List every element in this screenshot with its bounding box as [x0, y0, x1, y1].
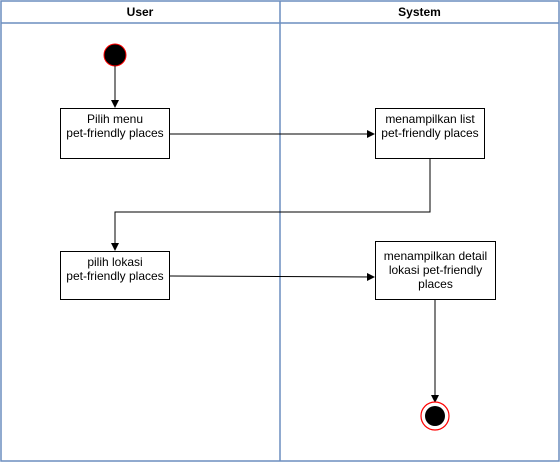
action-label-line: places: [418, 277, 453, 291]
action-label-line: menampilkan list: [385, 112, 475, 126]
action-label-line: lokasi pet-friendly: [388, 263, 483, 277]
action-label-line: pet-friendly places: [381, 126, 479, 140]
lane-header-system: System: [398, 5, 441, 19]
end-node: [425, 406, 445, 426]
action-label-line: menampilkan detail: [383, 249, 488, 263]
start-node: [103, 43, 127, 67]
action-menampilkan-list: menampilkan list pet-friendly places: [375, 108, 485, 159]
action-pilih-lokasi: pilih lokasi pet-friendly places: [60, 251, 170, 300]
action-label-line: pilih lokasi: [87, 255, 143, 269]
action-menampilkan-detail: menampilkan detail lokasi pet-friendly p…: [375, 241, 496, 300]
flow-pilih-lokasi-to-detail: [169, 272, 375, 281]
action-label-line: Pilih menu: [86, 112, 144, 126]
action-label-line: pet-friendly places: [66, 269, 164, 283]
action-pilih-menu: Pilih menu pet-friendly places: [60, 108, 170, 159]
action-label-line: pet-friendly places: [66, 126, 164, 140]
lane-header-user: User: [126, 5, 154, 19]
flow-list-to-pilih-lokasi: [111, 159, 431, 251]
